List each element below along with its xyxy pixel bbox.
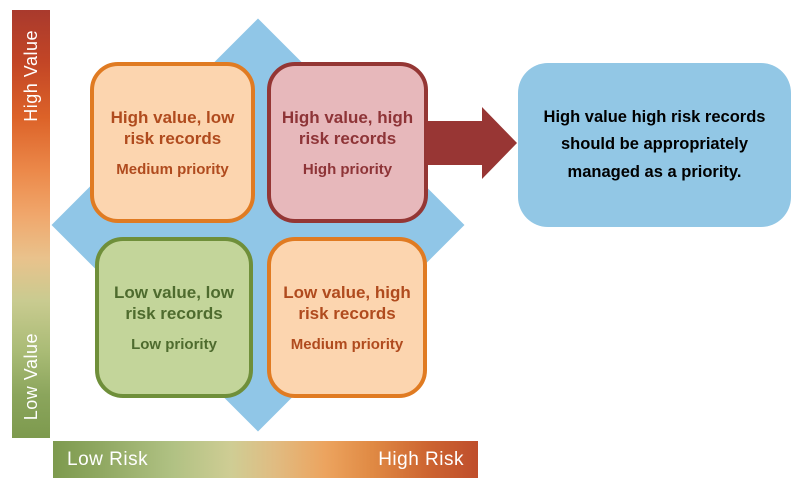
risk-axis-bar: Low Risk High Risk — [53, 441, 478, 478]
quadrant-priority-label: Low priority — [131, 336, 217, 354]
quadrant-title: High value, low risk records — [110, 107, 235, 148]
callout-text: High value high risk records should be a… — [543, 108, 766, 181]
quadrant-title: Low value, high risk records — [283, 282, 411, 323]
quadrant-low-value-high-risk: Low value, high risk records Medium prio… — [267, 237, 427, 398]
value-axis-low-label: Low Value — [20, 332, 41, 420]
value-axis-high-label: High Value — [20, 30, 41, 122]
callout-box: High value high risk records should be a… — [518, 63, 791, 227]
value-axis-bar: High Value Low Value — [12, 10, 50, 438]
right-arrow-shape — [426, 107, 517, 179]
quadrant-priority-label: High priority — [302, 161, 393, 179]
quadrant-priority-label: Medium priority — [290, 336, 404, 354]
quadrant-title: High value, high risk records — [281, 107, 414, 148]
quadrant-priority-label: Medium priority — [116, 161, 229, 179]
quadrant-high-value-high-risk: High value, high risk records High prior… — [267, 62, 428, 223]
quadrant-title: Low value, low risk records — [114, 282, 234, 323]
risk-axis-high-label: High Risk — [378, 448, 464, 470]
risk-axis-low-label: Low Risk — [67, 448, 149, 470]
quadrant-high-value-low-risk: High value, low risk records Medium prio… — [90, 62, 255, 223]
quadrant-low-value-low-risk: Low value, low risk records Low priority — [95, 237, 253, 398]
right-arrow-icon — [426, 107, 517, 179]
